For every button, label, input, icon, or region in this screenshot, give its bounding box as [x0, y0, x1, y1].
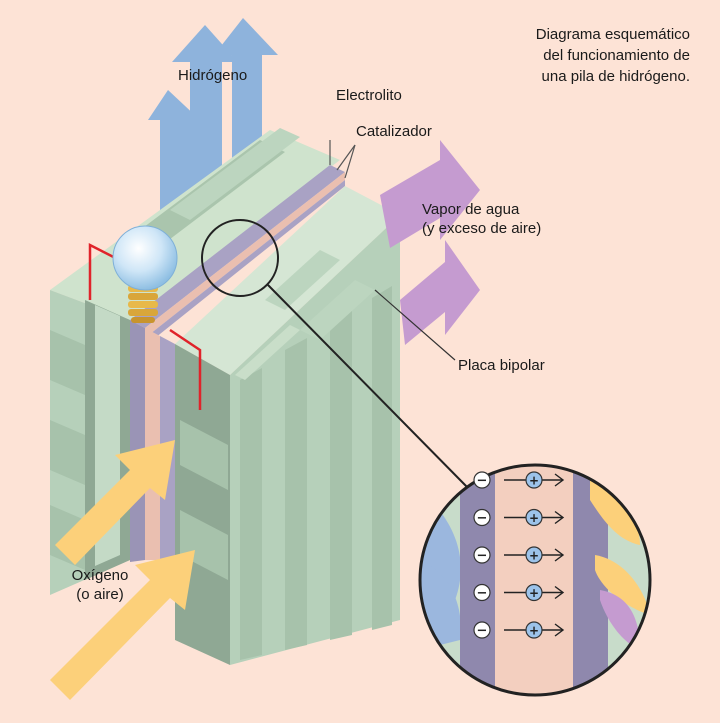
magnifier-ring — [201, 219, 279, 297]
negative-charge-icon — [473, 546, 491, 564]
catalyst-leader-1 — [336, 144, 356, 171]
magnifier-line — [267, 284, 471, 491]
positive-charge-symbol: + — [529, 511, 539, 525]
negative-charge-symbol: − — [477, 624, 488, 639]
proton-icon — [525, 508, 543, 527]
proton-icon — [525, 621, 543, 639]
negative-charge-icon — [473, 621, 491, 639]
arrow-right-icon — [554, 473, 565, 487]
negative-charge-icon — [473, 471, 491, 489]
negative-charge-icon — [473, 508, 491, 527]
ion-rows: − + − + − + − + − + — [473, 471, 565, 639]
arrow-right-icon — [554, 623, 565, 637]
right-bipolar-plate — [175, 186, 400, 665]
proton-icon — [525, 546, 543, 564]
proton-icon — [525, 471, 543, 489]
electrolyte-label: Electrolito — [336, 87, 402, 104]
catalyst-leader-2 — [344, 144, 356, 179]
positive-charge-symbol: + — [529, 586, 539, 600]
catalyst-label: Catalizador — [356, 123, 432, 140]
title-line-1: Diagrama esquemático — [535, 26, 690, 43]
vapor-label-line-1: Vapor de agua — [422, 201, 520, 218]
vapor-arrow — [380, 140, 480, 345]
zoom-frame — [418, 463, 652, 697]
oxygen-arrow — [50, 440, 195, 700]
diagram-title: Diagrama esquemático del funcionamiento … — [460, 24, 690, 87]
oxygen-label-line-2: (o aire) — [76, 586, 124, 603]
positive-charge-symbol: + — [529, 624, 539, 638]
oxygen-label: Oxígeno (o aire) — [60, 566, 140, 604]
title-line-2: del funcionamiento de — [543, 47, 690, 64]
negative-charge-symbol: − — [477, 549, 488, 564]
plate-leader — [374, 289, 456, 361]
arrow-right-icon — [554, 585, 565, 600]
membrane-stack — [130, 140, 356, 562]
proton-icon — [525, 583, 543, 602]
vapor-label: Vapor de agua (y exceso de aire) — [422, 200, 541, 238]
light-bulb-icon — [112, 225, 178, 323]
negative-charge-symbol: − — [477, 511, 488, 526]
bipolar-plate-label: Placa bipolar — [458, 357, 545, 374]
negative-charge-symbol: − — [477, 474, 488, 489]
positive-charge-symbol: + — [529, 474, 539, 488]
zoom-view — [420, 465, 650, 695]
negative-charge-icon — [473, 583, 491, 602]
vapor-label-line-2: (y exceso de aire) — [422, 220, 542, 237]
arrow-right-icon — [554, 510, 565, 525]
hydrogen-label: Hidrógeno — [178, 67, 248, 84]
arrow-right-icon — [554, 548, 565, 562]
oxygen-label-line-1: Oxígeno — [71, 567, 129, 584]
positive-charge-symbol: + — [529, 549, 539, 563]
negative-charge-symbol: − — [477, 586, 488, 601]
title-line-3: una pila de hidrógeno. — [541, 68, 690, 85]
